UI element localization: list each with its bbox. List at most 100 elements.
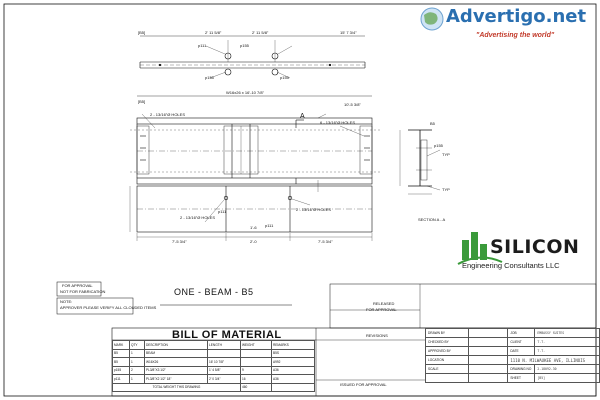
bom-cell: 16' 10 7/8" — [207, 357, 241, 367]
bom-cell: 1 — [129, 348, 145, 358]
bom-header-remarks: REMARKS — [271, 340, 315, 350]
drawing-title: ONE - BEAM - B5 — [174, 287, 254, 297]
bottom-dim-3: 7'-5 3/4" — [318, 239, 333, 244]
bom-cell: B5 — [112, 348, 130, 358]
bom-table: MARK QTY DESCRIPTION LENGTH WEIGHT REMAR… — [112, 340, 315, 392]
revision-entry: ISSUED FOR APPROVAL — [340, 382, 387, 387]
hole-note-1: 2 - 13/16"Ø HOLES — [150, 112, 185, 117]
client-code: T.T. — [534, 337, 600, 347]
right-dim: 10'-5 3/8" — [344, 102, 361, 107]
tb-label: LOCATION — [425, 355, 469, 365]
top-view-mark-2: p155 — [240, 43, 249, 48]
sheet-mark: [B5] — [534, 373, 600, 383]
hole-note-4: 2 - 13/16"Ø HOLES — [296, 207, 331, 212]
bom-cell: 2 — [129, 365, 145, 375]
location-value: 1110 N. MILWAUKEE AVE, ILLINOIS — [507, 355, 600, 365]
bom-cell: PL3/8"X2 1/2" 18" — [144, 374, 208, 384]
note-text: APPROVER PLEASE VERIFY ALL CLOUDED ITEMS — [60, 305, 157, 310]
table-row: CHECKED BY CLIENT T.T. — [425, 337, 600, 347]
bom-cell: 2' 0 3/4" — [207, 374, 241, 384]
table-row: SCALE DRAWING NO 2-18092-30 — [425, 364, 600, 374]
table-row: SHEET [B5] — [425, 373, 600, 383]
bom-cell: 9 — [240, 365, 272, 375]
bom-total-row: TOTAL WEIGHT THIS DRAWING 460 — [112, 382, 315, 392]
bom-cell: B5 — [112, 357, 130, 367]
approval-line-2: NOT FOR FABRICATION — [60, 289, 106, 294]
left-mark: [B5] — [138, 99, 146, 104]
beam-size-dim: W16x26 x 16'-10 7/8" — [226, 90, 264, 95]
section-typ-2: TYP — [442, 187, 450, 192]
tb-label: DATE — [507, 346, 536, 356]
top-view-dim-3: 15' 7 3/4" — [340, 30, 357, 35]
advertigo-watermark: Advertigo.net — [446, 6, 587, 27]
revisions-label: REVISIONS — [366, 333, 388, 338]
bom-header-mark: MARK — [112, 340, 130, 350]
bom-cell: B5S — [271, 348, 315, 358]
bom-header-qty: QTY — [129, 340, 145, 350]
bom-cell: 1' 4 5/8" — [207, 365, 241, 375]
top-view-dim-2: 2' 11 5/8" — [252, 30, 269, 35]
bom-header-description: DESCRIPTION — [144, 340, 208, 350]
advertigo-tagline: "Advertising the world" — [476, 32, 555, 39]
table-row: p155 2 PL3/8"X3 1/2" 1' 4 5/8" 9 A36 — [112, 365, 315, 375]
table-row: p111 1 PL3/8"X2 1/2" 18" 2' 0 3/4" 16 A3… — [112, 374, 315, 384]
tb-label: DRAWING NO — [507, 364, 536, 374]
bom-cell: A36 — [271, 365, 315, 375]
tb-label: CHECKED BY — [425, 337, 469, 347]
tb-label: APPROVED BY — [425, 346, 469, 356]
company-name: SILICON — [490, 236, 580, 258]
bom-cell: W16X26 — [144, 357, 208, 367]
bom-total-label: TOTAL WEIGHT THIS DRAWING — [112, 382, 241, 392]
released-line-1: RELEASED — [373, 301, 395, 306]
approval-line-1: FOR APPROVAL — [62, 283, 93, 288]
table-row: DRAWN BY JOB EMBASSY SUITES — [425, 328, 600, 338]
bom-cell: A992 — [271, 357, 315, 367]
tb-label: SCALE — [425, 364, 469, 374]
tb-label: SHEET — [507, 373, 536, 383]
section-label: SECTION A - A — [418, 217, 446, 222]
bom-header-length: LENGTH — [207, 340, 241, 350]
hole-note-3: 2 - 13/16"Ø HOLES — [180, 215, 215, 220]
hole-note-2: 6 - 13/16"Ø HOLES — [320, 120, 355, 125]
top-view-mark-1: p111 — [198, 43, 207, 48]
bom-header-weight: WEIGHT — [240, 340, 272, 350]
section-marker-a: A — [300, 113, 305, 120]
bom-cell: p111 — [112, 374, 130, 384]
bom-cell: PL3/8"X3 1/2" — [144, 365, 208, 375]
table-row: B5 1 W16X26 16' 10 7/8" A992 — [112, 357, 315, 367]
note-label: NOTE: — [60, 299, 73, 304]
released-line-2: FOR APPROVAL — [366, 307, 397, 312]
tb-label: DRAWN BY — [425, 328, 469, 338]
bom-cell: 1 — [129, 374, 145, 384]
tb-label: JOB — [507, 328, 536, 338]
bottom-dim-1: 7'-5 3/4" — [172, 239, 187, 244]
plate-mark-2: p111 — [265, 223, 274, 228]
top-view-mark-3: p155 — [205, 75, 214, 80]
title-block: DRAWN BY JOB EMBASSY SUITES CHECKED BY C… — [425, 328, 600, 383]
bom-total-value: 460 — [240, 382, 272, 392]
top-view-mark: [B5] — [138, 30, 146, 35]
job-name: EMBASSY SUITES — [534, 328, 600, 338]
table-row: APPROVED BY DATE T.T. — [425, 346, 600, 356]
company-subtitle: Engineering Consultants LLC — [462, 261, 560, 270]
section-mark-b5: B5 — [430, 121, 435, 126]
bom-cell: 16 — [240, 374, 272, 384]
bom-cell: 1 — [129, 357, 145, 367]
drawing-number: 2-18092-30 — [534, 364, 600, 374]
plate-mark-1: p111 — [218, 209, 227, 214]
bom-cell — [240, 348, 272, 358]
bom-cell: p155 — [112, 365, 130, 375]
mid-dim-1: 1'-6 — [250, 225, 257, 230]
silicon-logo-mark — [457, 232, 503, 265]
bom-cell — [207, 348, 241, 358]
bottom-dim-2: 2'-0 — [250, 239, 257, 244]
tb-label: CLIENT — [507, 337, 536, 347]
bom-header-row: MARK QTY DESCRIPTION LENGTH WEIGHT REMAR… — [112, 340, 315, 350]
section-typ-1: TYP — [442, 152, 450, 157]
table-row: B5 1 BEAM B5S — [112, 348, 315, 358]
section-mark-p155: p155 — [434, 143, 443, 148]
date-code: T.T. — [534, 346, 600, 356]
top-view-mark-4: p155 — [280, 75, 289, 80]
top-view-dim-1: 2' 11 5/8" — [205, 30, 222, 35]
bom-cell: BEAM — [144, 348, 208, 358]
